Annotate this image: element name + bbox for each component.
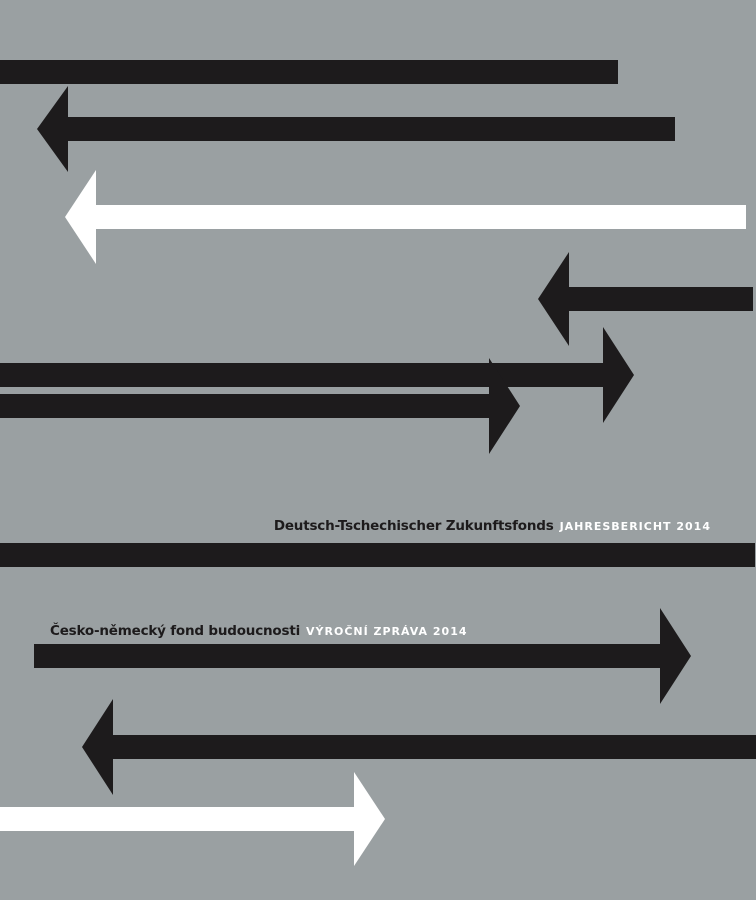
dark-arrow-left-1 xyxy=(37,86,675,172)
dark-arrow-left-3 xyxy=(82,699,756,795)
dark-bar-1 xyxy=(0,60,618,84)
white-arrow-right-1 xyxy=(0,772,385,866)
dark-bar-2 xyxy=(0,543,755,567)
dark-arrow-right-3 xyxy=(34,608,691,704)
dark-arrow-right-2 xyxy=(0,358,520,454)
german-organization-name: Deutsch-Tschechischer Zukunftsfonds xyxy=(273,518,554,534)
czech-report-label: VÝROČNÍ ZPRÁVA 2014 xyxy=(306,625,468,638)
dark-arrow-right-1 xyxy=(0,327,634,423)
german-title-line: Deutsch-Tschechischer Zukunftsfonds JAHRE… xyxy=(274,515,711,534)
white-arrow-left-1 xyxy=(65,170,746,264)
czech-title-line: Česko-německý fond budoucnosti VÝROČNÍ ZP… xyxy=(50,620,468,639)
dark-arrow-left-2 xyxy=(538,252,753,346)
german-report-label: JAHRESBERICHT 2014 xyxy=(559,520,711,533)
czech-organization-name: Česko-německý fond budoucnosti xyxy=(50,623,301,639)
